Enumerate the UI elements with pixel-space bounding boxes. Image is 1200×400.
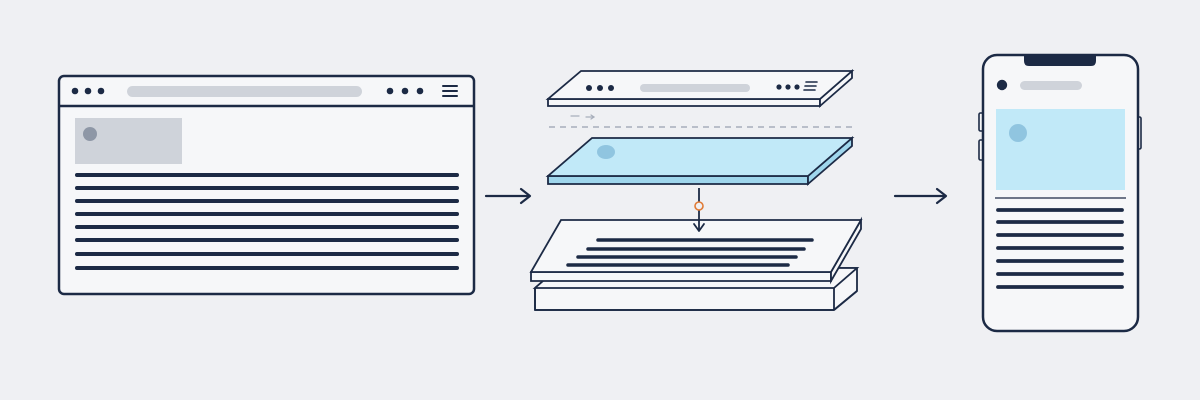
phone-text-lines [996, 208, 1124, 289]
arrow-right-icon [893, 187, 948, 205]
window-controls-icon [71, 87, 105, 95]
layer-text-lines [566, 238, 814, 267]
more-dots-icon [386, 87, 424, 95]
smartphone [978, 53, 1142, 333]
small-arrow-icon [570, 114, 596, 120]
layer-more-dots-icon [776, 84, 800, 90]
arrow-right-icon [484, 187, 532, 205]
phone-banner-dot [1009, 124, 1027, 142]
stacked-layers [529, 69, 863, 311]
banner-image-dot [597, 145, 615, 159]
text-block-layer [529, 216, 863, 285]
insert-arrow-icon [693, 188, 705, 232]
layer-window-controls-icon [586, 85, 614, 91]
browser-frame [57, 74, 476, 296]
phone-notch [1024, 55, 1096, 66]
image-banner-layer [545, 136, 855, 186]
desktop-browser-window [57, 74, 476, 296]
image-placeholder [75, 118, 182, 164]
front-camera-icon [996, 79, 1008, 91]
address-bar [127, 86, 362, 97]
phone-image-banner [996, 109, 1125, 190]
phone-frame [981, 53, 1140, 333]
header-bar-layer [545, 69, 855, 108]
insertion-point-icon [694, 201, 704, 211]
layer-address-bar [640, 84, 750, 92]
phone-address-bar [1020, 81, 1082, 90]
layer-menu-icon [803, 81, 818, 91]
image-placeholder-dot [83, 127, 97, 141]
text-lines [75, 173, 459, 270]
hamburger-menu-icon [442, 85, 458, 97]
